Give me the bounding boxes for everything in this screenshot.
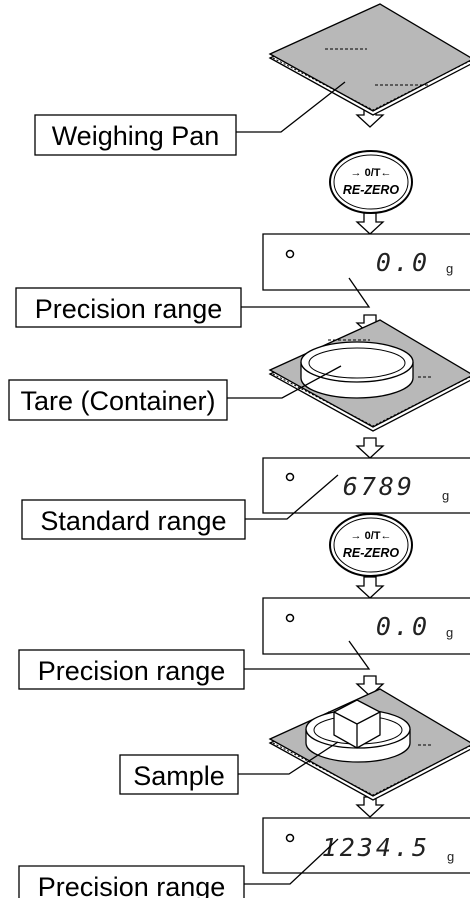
rezero-symbol: → 0/T←	[351, 530, 392, 542]
leader-line	[227, 365, 342, 399]
leader-line	[238, 741, 339, 775]
leader-line	[245, 474, 339, 520]
label-box	[15, 287, 242, 328]
display-panel-4: 1234.5 g	[262, 817, 470, 874]
leader-line	[244, 640, 371, 670]
display-unit: g	[447, 849, 454, 864]
label-box	[21, 499, 246, 540]
label-precision-range-1: Precision range	[35, 294, 223, 324]
label-box	[18, 865, 245, 898]
label-weighing-pan: Weighing Pan	[52, 121, 220, 151]
stable-indicator	[285, 472, 295, 482]
rezero-label: RE-ZERO	[343, 546, 400, 560]
rezero-symbol: → 0/T←	[351, 167, 392, 179]
down-arrow	[355, 796, 385, 818]
rezero-label: RE-ZERO	[343, 183, 400, 197]
sample-cube	[333, 699, 381, 749]
tare-container	[300, 341, 414, 399]
label-precision-range-3: Precision range	[38, 872, 226, 898]
leader-line	[241, 277, 371, 308]
display-panel-1: 0.0 g	[262, 233, 470, 291]
stable-indicator	[285, 833, 295, 843]
label-box	[8, 379, 228, 421]
weighing-pan-1	[268, 3, 470, 116]
stable-indicator	[285, 249, 295, 259]
label-box	[34, 114, 237, 156]
weighing-pan-3-with-sample	[268, 688, 470, 801]
display-value: 0.0	[376, 612, 430, 641]
display-panel-2: 6789 g	[262, 457, 470, 514]
display-value: 6789	[343, 472, 415, 501]
label-standard-range: Standard range	[40, 506, 226, 536]
display-unit: g	[442, 488, 449, 503]
display-panel-3: 0.0 g	[262, 597, 470, 655]
label-box	[18, 649, 245, 690]
leader-line	[236, 81, 346, 133]
display-value: 0.0	[376, 248, 430, 277]
rezero-button-2[interactable]: → 0/T← RE-ZERO	[329, 513, 413, 577]
down-arrow	[355, 437, 385, 459]
label-sample: Sample	[133, 761, 225, 791]
rezero-button-1[interactable]: → 0/T← RE-ZERO	[329, 150, 413, 214]
weighing-pan-2-with-container	[268, 319, 470, 432]
label-tare-container: Tare (Container)	[20, 386, 215, 416]
label-precision-range-2: Precision range	[38, 656, 226, 686]
leader-line	[244, 838, 339, 885]
label-box	[119, 754, 239, 795]
down-arrow	[355, 212, 385, 235]
display-unit: g	[446, 261, 453, 276]
stable-indicator	[285, 613, 295, 623]
display-value: 1234.5	[322, 833, 430, 862]
down-arrow	[355, 576, 385, 599]
display-unit: g	[446, 625, 453, 640]
